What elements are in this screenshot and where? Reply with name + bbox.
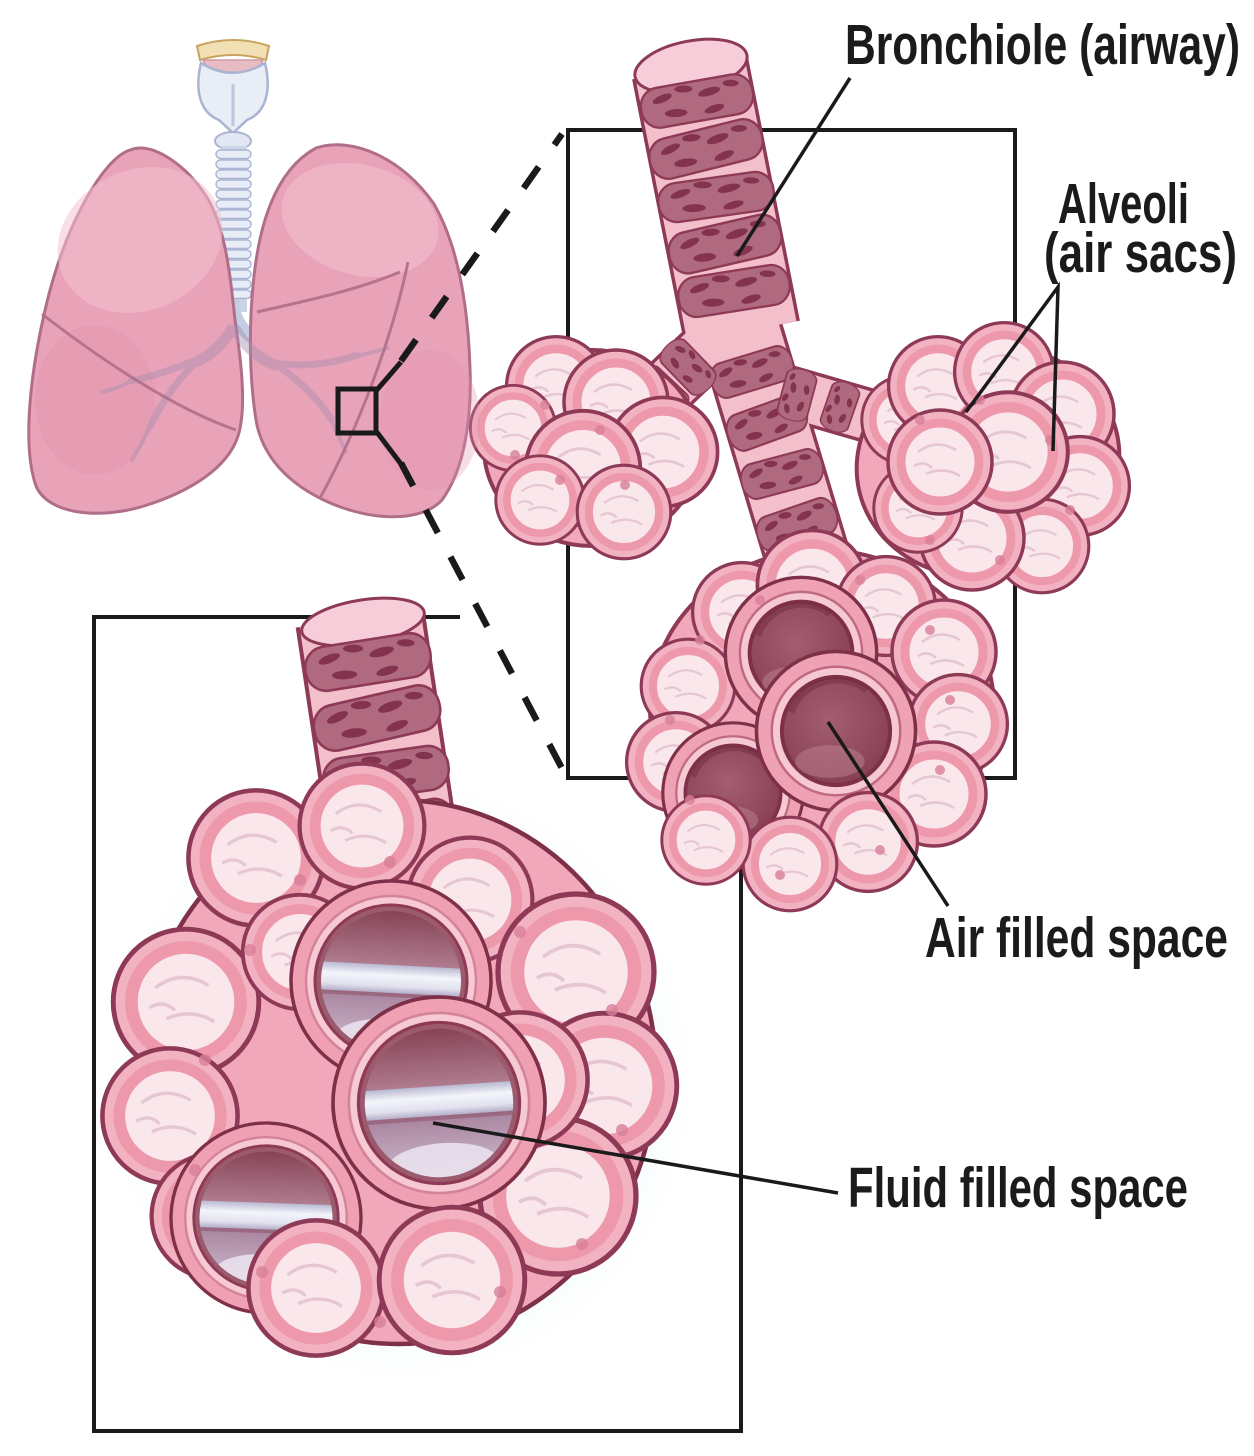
zoom-dash-upper <box>398 132 565 363</box>
leader-air-space <box>826 721 950 907</box>
label-air-space: Air filled space <box>925 906 1228 970</box>
labels: Bronchiole (airway) Alveoli (air sacs) A… <box>432 13 1240 1220</box>
label-bronchiole: Bronchiole (airway) <box>845 13 1240 77</box>
alveoli-cluster-zoomed <box>102 764 676 1356</box>
fluid-inset-box <box>92 615 743 1433</box>
alveolus-berry <box>496 456 584 544</box>
alveolus-berry <box>743 817 837 911</box>
zoom-dash-lower <box>398 461 569 778</box>
larynx <box>195 39 271 151</box>
alveolus-berry <box>248 1220 383 1355</box>
label-alveoli-line2: (air sacs) <box>1044 221 1237 285</box>
zoom-source-square <box>335 386 379 436</box>
alveolus-berry <box>577 465 671 559</box>
air-alveolus <box>756 651 915 810</box>
alveolus-berry <box>379 1207 525 1353</box>
leader-alveoli <box>964 281 1060 452</box>
leader-bronchiole <box>735 77 852 257</box>
label-fluid-space: Fluid filled space <box>848 1156 1188 1220</box>
bronchiole-inset-art <box>470 37 1141 911</box>
alveolus-berry <box>662 796 750 884</box>
alveolus-berry <box>300 764 425 889</box>
lungs-illustration <box>27 39 480 519</box>
leader-fluid-space <box>432 1121 839 1195</box>
fluid-inset-art <box>102 596 676 1356</box>
label-alveoli-line1: Alveoli <box>1058 172 1189 236</box>
lung-fissures <box>41 261 410 499</box>
alveoli-cluster-bottom <box>627 530 1008 910</box>
alveolus-berry <box>888 410 992 514</box>
alveoli-cluster-left <box>470 337 717 559</box>
lung-highlights <box>35 162 480 490</box>
zoom-indicator <box>335 132 569 778</box>
